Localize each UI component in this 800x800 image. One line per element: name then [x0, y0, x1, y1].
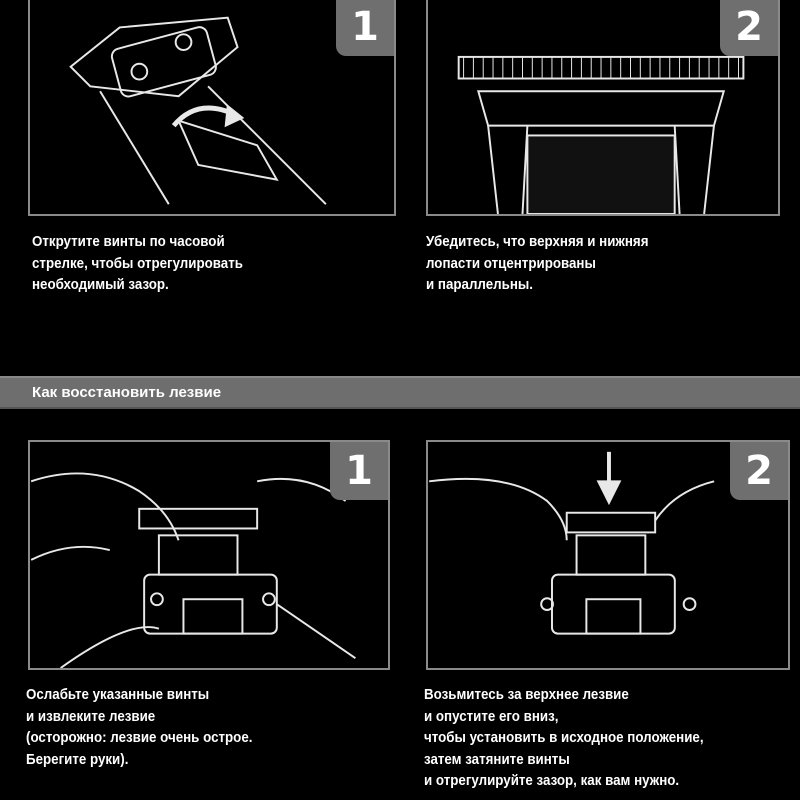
- caption-line: лопасти отцентрированы: [426, 255, 596, 272]
- caption-line: стрелке, чтобы отрегулировать: [32, 255, 243, 272]
- blade-alignment-illustration: [457, 55, 745, 214]
- step-2-caption: Убедитесь, что верхняя и нижняя лопасти …: [426, 232, 648, 297]
- caption-line: Берегите руки).: [26, 751, 129, 768]
- restore-step-1-caption: Ослабьте указанные винты и извлеките лез…: [26, 685, 252, 771]
- restore-step-2-illustration-panel: 2: [426, 440, 790, 670]
- caption-line: чтобы установить в исходное положение,: [424, 730, 704, 746]
- section-title: Как восстановить лезвие: [32, 384, 222, 401]
- step-number-badge: 1: [336, 0, 394, 56]
- screwdriver-adjust-illustration: [69, 16, 327, 205]
- caption-line: необходимый зазор.: [32, 277, 169, 293]
- caption-line: Возьмитесь за верхнее лезвие: [424, 687, 629, 703]
- step-1-caption: Открутите винты по часовой стрелке, чтоб…: [32, 232, 243, 297]
- caption-line: Ослабьте указанные винты: [26, 687, 210, 703]
- caption-line: и опустите его вниз,: [424, 708, 559, 725]
- caption-line: и параллельны.: [426, 277, 533, 293]
- step-number-badge: 2: [720, 0, 778, 56]
- caption-line: Убедитесь, что верхняя и нижняя: [426, 234, 649, 250]
- step-1-illustration-panel: 1: [28, 0, 396, 216]
- caption-line: и извлеките лезвие: [26, 708, 156, 725]
- reinstall-blade-illustration: [429, 451, 715, 635]
- caption-line: и отрегулируйте зазор, как вам нужно.: [424, 773, 680, 789]
- step-number-badge: 2: [730, 442, 788, 500]
- step-2-illustration-panel: 2: [426, 0, 780, 216]
- step-number-badge: 1: [330, 442, 388, 500]
- restore-step-2-caption: Возьмитесь за верхнее лезвие и опустите …: [424, 685, 704, 793]
- restore-step-1-illustration-panel: 1: [28, 440, 390, 670]
- section-header: Как восстановить лезвие: [0, 376, 800, 409]
- caption-line: Открутите винты по часовой: [32, 234, 225, 250]
- caption-line: (осторожно: лезвие очень острое.: [26, 730, 253, 746]
- caption-line: затем затяните винты: [424, 751, 570, 768]
